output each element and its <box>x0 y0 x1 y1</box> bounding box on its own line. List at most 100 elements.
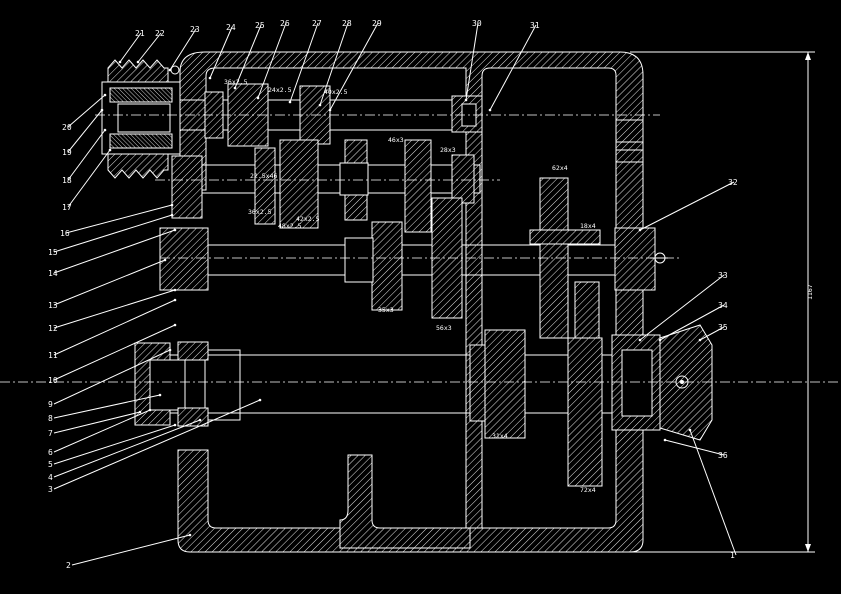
middle-shaft <box>159 177 668 343</box>
leader-line <box>319 22 349 106</box>
dimension-label: 22.5x46 <box>250 172 277 180</box>
part-label-6: 6 <box>48 448 53 457</box>
dimension-label: 48x2.5 <box>278 222 302 230</box>
leader-line <box>53 289 176 329</box>
leader-line <box>659 304 725 341</box>
part-label-34: 34 <box>718 301 728 310</box>
part-label-33: 33 <box>718 271 728 280</box>
part-label-2: 2 <box>66 561 71 570</box>
part-label-24: 24 <box>226 23 236 32</box>
v-belt-pulley <box>101 59 181 179</box>
leader-line <box>234 24 262 89</box>
dimension-label: 36x2.5 <box>224 78 248 86</box>
dimension-label: 42x2.5 <box>296 215 320 223</box>
leader-dot <box>488 108 492 112</box>
leader-dot <box>698 338 702 342</box>
leader-dot <box>288 100 292 104</box>
leader-dot <box>163 258 167 262</box>
leader-dot <box>173 298 177 302</box>
part-label-3: 3 <box>48 485 53 494</box>
spindle <box>134 324 713 487</box>
leader-line <box>689 429 737 556</box>
part-label-29: 29 <box>372 19 382 28</box>
dimension-label: 40x2.5 <box>324 88 348 96</box>
dimension-label: 72x4 <box>580 486 596 494</box>
part-label-16: 16 <box>60 229 70 238</box>
leader-line <box>67 94 106 128</box>
part-label-30: 30 <box>472 19 482 28</box>
leader-line <box>257 22 287 99</box>
leader-line <box>65 204 173 234</box>
leader-line <box>53 214 173 253</box>
leader-dot <box>118 60 122 64</box>
dimension-label: 36x2.5 <box>248 208 272 216</box>
part-label-36: 36 <box>718 451 728 460</box>
leader-dot <box>148 408 152 412</box>
dimension-label: 18x4 <box>580 222 596 230</box>
leader-dot <box>136 60 140 64</box>
leader-line <box>67 109 103 153</box>
leader-lines <box>53 22 737 566</box>
part-label-7: 7 <box>48 429 53 438</box>
leader-dot <box>158 393 162 397</box>
leader-dot <box>173 323 177 327</box>
leader-line <box>209 26 233 79</box>
part-label-4: 4 <box>48 473 53 482</box>
leader-line <box>329 22 379 111</box>
leader-line <box>639 274 725 341</box>
second-shaft <box>171 139 481 233</box>
dimension-label: 24x2.5 <box>268 86 292 94</box>
overall-height-dimension <box>630 51 815 553</box>
part-label-17: 17 <box>62 203 72 212</box>
part-label-23: 23 <box>190 25 200 34</box>
part-label-25: 25 <box>255 21 265 30</box>
center-lines <box>0 114 841 383</box>
leader-line <box>67 129 106 181</box>
dimension-label: 56x3 <box>436 324 452 332</box>
leader-line <box>67 149 111 208</box>
leader-line <box>53 424 176 465</box>
leader-dot <box>168 68 172 72</box>
part-label-28: 28 <box>342 19 352 28</box>
dimension-label: 1167 <box>806 284 814 300</box>
leader-dot <box>663 438 667 442</box>
leader-line <box>53 394 161 419</box>
part-label-8: 8 <box>48 414 53 423</box>
part-label-26: 26 <box>280 19 290 28</box>
part-label-14: 14 <box>48 269 58 278</box>
leader-line <box>71 534 191 566</box>
leader-line <box>489 24 537 111</box>
leader-line <box>53 399 261 490</box>
leader-line <box>53 259 166 306</box>
leader-dot <box>638 338 642 342</box>
leader-dot <box>138 410 142 414</box>
leader-dot <box>108 148 112 152</box>
dimension-label: 28x3 <box>440 146 456 154</box>
leader-line <box>664 439 725 456</box>
part-label-31: 31 <box>530 21 540 30</box>
part-label-27: 27 <box>312 19 322 28</box>
part-label-15: 15 <box>48 248 58 257</box>
leader-line <box>53 324 176 381</box>
part-label-10: 10 <box>48 376 58 385</box>
part-label-21: 21 <box>135 29 145 38</box>
leader-line <box>465 22 479 101</box>
leader-dot <box>258 398 262 402</box>
part-label-1: 1 <box>730 551 735 560</box>
leader-line <box>137 32 162 63</box>
part-label-18: 18 <box>62 176 72 185</box>
part-label-9: 9 <box>48 400 53 409</box>
leader-dot <box>103 128 107 132</box>
leader-dot <box>318 103 322 107</box>
leader-line <box>53 409 151 453</box>
leader-line <box>639 181 735 231</box>
leader-dot <box>638 228 642 232</box>
dimension-label: 62x4 <box>552 164 568 172</box>
dimension-label: 31x4 <box>492 432 508 440</box>
leader-dot <box>188 533 192 537</box>
part-label-5: 5 <box>48 460 53 469</box>
leader-dot <box>328 108 332 112</box>
leader-line <box>119 32 142 63</box>
